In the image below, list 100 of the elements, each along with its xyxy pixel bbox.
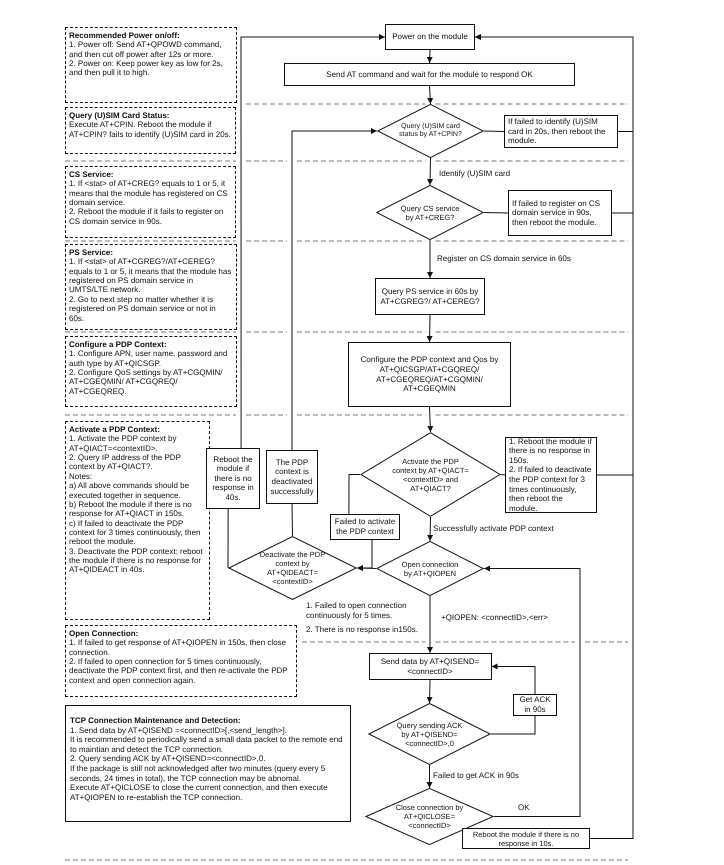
note-text: 1. If failed to get response of AT+QIOPEN in 150s, then close connection. — [69, 638, 288, 658]
arrow — [427, 516, 434, 542]
arrow — [356, 565, 376, 572]
box-text: Configure the PDP context and Qos by AT+QICSGP/AT+CGQREQ/ AT+CGEQREQ/AT+CGQMIN/ AT+CGEQMIN — [360, 355, 500, 394]
decision-diamond — [228, 536, 357, 600]
note-box — [65, 244, 237, 330]
box-text: The PDP context is deactivated successfully — [270, 458, 314, 496]
decision-diamond — [377, 104, 484, 158]
box-text: Query PS service in 60s by AT+CGREG?/ AT+CEREG? — [379, 286, 481, 306]
arrow — [426, 764, 432, 788]
connector-line — [292, 504, 293, 536]
process-box — [504, 115, 618, 148]
edge-label: Successfully activate PDP context — [432, 524, 555, 534]
note-text: 2. Configure QoS settings by AT+CGQMIN/ AT+CGEQMIN/ AT+CGQREQ/ AT+CGEQREQ. — [69, 368, 224, 396]
arrow — [240, 34, 386, 448]
note-heading: Open Connection: — [69, 629, 140, 638]
process-box — [513, 694, 557, 716]
note-text: 1. Send data by AT+QISEND =<connectID>[,<send_length>]. — [70, 726, 288, 736]
process-box — [508, 190, 612, 236]
process-box — [206, 448, 260, 509]
decision-diamond — [360, 432, 501, 517]
process-box — [266, 450, 318, 504]
arrow — [474, 34, 634, 839]
note-heading: Query (U)SIM Card Status: — [69, 111, 170, 120]
process-box — [385, 24, 475, 50]
decision-diamond — [376, 541, 484, 596]
note-text: Notes: — [69, 472, 94, 482]
note-text: 1. Configure APN, user name, password and auth type by AT+QICSGP. — [69, 349, 228, 368]
note-text: 1. If <stat> of AT+CGREG?/AT+CEREG? equals to 1 or 5, it means that the module has registered on PS domain service in UMTS/LTE network. — [69, 257, 232, 295]
note-text: b) Reboot the module if there is no response for AT+QIACT in 150s. — [69, 500, 193, 519]
box-text: Get ACK in 90s — [518, 695, 552, 715]
note-box — [65, 166, 236, 238]
note-text: c) If failed to deactivate the PDP context for 3 times continuously, then reboot the module. — [69, 518, 202, 547]
process-box — [348, 342, 511, 407]
note-text: Execute AT+QICLOSE to close the current connection, and then execute AT+QIOPEN to re-establish the TCP connection. — [70, 783, 329, 802]
arrow — [491, 664, 536, 694]
edge-label: Failed to get ACK in 90s — [432, 771, 520, 781]
process-box — [505, 437, 597, 513]
note-box — [65, 107, 236, 154]
process-box — [462, 828, 590, 849]
flow-note: 1. Failed to open connection continuously for 5 times. — [306, 601, 408, 621]
note-box — [65, 625, 297, 697]
note-box — [65, 421, 210, 620]
note-text: 2. Power on: Keep power key as low for 2s, and then pull it to high. — [69, 59, 224, 78]
note-text: 2. Query sending ACK by AT+QISEND=<connectID>,0. — [70, 754, 267, 764]
arrow — [427, 596, 433, 654]
box-text: If failed to identify (U)SIM card in 20s, then reboot the module. — [508, 117, 606, 146]
flow-note: 2. There is no response in150s. — [306, 625, 419, 635]
note-text: Execute AT+CPIN. Reboot the module if AT+CPIN? fails to identify (U)SIM card in 20s. — [69, 120, 232, 140]
decision-diamond — [368, 703, 491, 765]
note-box — [65, 705, 351, 822]
arrow — [427, 240, 433, 278]
arrow — [426, 50, 433, 64]
note-text: It is recommended to periodically send a small data packet to the remote end to maintian and detect the TCP connection. — [70, 735, 344, 754]
connector-line — [484, 212, 508, 214]
connector-line — [490, 716, 536, 734]
arrow — [427, 406, 434, 432]
note-heading: PS Service: — [69, 248, 114, 258]
process-box — [375, 278, 485, 315]
arrow — [427, 158, 434, 186]
note-text: 2. Query IP address of the PDP context by AT+QIACT?. — [69, 453, 182, 472]
box-text: Reboot the module if there is no response in 40s. — [211, 454, 255, 502]
process-box — [368, 653, 492, 680]
box-text: Send data by AT+QISEND=<connectID> — [380, 656, 480, 676]
edge-label: OK — [517, 803, 531, 813]
note-text: a) All above commands should be executed together in sequence. — [69, 481, 190, 500]
connector-line — [348, 474, 360, 514]
box-text: Failed to activate the PDP context — [334, 517, 396, 537]
note-heading: Activate a PDP Context: — [69, 425, 161, 434]
note-box — [65, 27, 237, 103]
arrow — [427, 86, 434, 104]
process-box — [330, 514, 400, 540]
process-box — [284, 63, 575, 86]
box-text: If failed to register on CS domain service in 90s, then reboot the module. — [512, 198, 602, 228]
box-text: 2. If failed to deactivate the PDP context for 3 times continuously, then reboot the module. — [509, 465, 592, 514]
note-text: 2. If failed to open connection for 5 times continuously, deactivate the PDP context first, and then re-activate the PDP context and open connection again. — [69, 657, 288, 686]
note-box — [65, 336, 237, 407]
connector-line — [484, 130, 504, 132]
box-text: Send AT command and wait for the module to respond OK — [325, 70, 534, 80]
decision-diamond — [376, 185, 484, 240]
note-text: 2. Go to next step no matter whether it is registered on PS domain service or not in 60s. — [69, 294, 217, 323]
note-heading: CS Service: — [69, 170, 114, 180]
arrow — [484, 566, 580, 817]
note-heading: Configure a PDP Context: — [69, 340, 168, 350]
box-text: 1. Reboot the module if there is no response in 150s. — [509, 436, 593, 466]
arrow — [426, 680, 433, 704]
note-text: 3. Deactivate the PDP context: reboot the module if there is no response for AT+QIDEACT in 40s. — [69, 546, 204, 575]
note-text: If the package is still not acknowledged after two minutes (query every 5 seconds, 24 times in total), the TCP connection may be abnomal. — [70, 764, 326, 784]
edge-label: Register on CS domain service in 60s — [436, 254, 572, 264]
note-text: 1. If <stat> of AT+CREG? equals to 1 or 5, it means that the module has registered on CS domain service. — [69, 179, 229, 208]
note-heading: TCP Connection Maintenance and Detection: — [70, 716, 242, 726]
edge-label: +QIOPEN: <connectID>,<err> — [440, 613, 549, 623]
arrow — [292, 128, 378, 450]
connector-line — [500, 474, 506, 476]
edge-label: Identify (U)SIM card — [438, 169, 512, 179]
arrow — [426, 314, 433, 342]
note-heading: Recommended Power on/off: — [69, 31, 181, 40]
note-text: 1. Power off: Send AT+QPOWD command, and then cut off power after 12s or more. — [69, 40, 222, 60]
box-text: Power on the module — [391, 32, 469, 42]
note-text: 1. Activate the PDP context by AT+QIACT=<contextID>. — [69, 434, 178, 454]
